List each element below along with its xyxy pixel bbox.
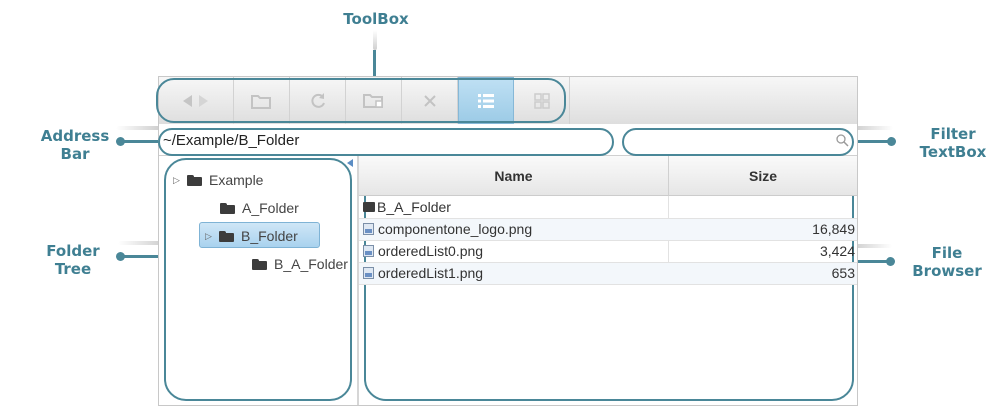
file-browser-callout-line2: Browser <box>912 262 982 280</box>
filter-callout-line1: Filter <box>930 125 976 143</box>
file-browser-callout-line1: File <box>931 244 963 262</box>
address-bar[interactable]: ~/Example/B_Folder <box>163 132 300 149</box>
open-folder-icon <box>219 230 234 242</box>
tree-node-label: B_A_Folder <box>274 256 348 272</box>
file-browser-callout: File Browser <box>902 244 992 280</box>
delete-icon <box>423 94 436 107</box>
table-row[interactable]: orderedList0.png 3,424 <box>359 241 857 263</box>
file-browser-leader <box>852 260 890 263</box>
column-header-label: Size <box>748 167 777 184</box>
tree-node-b-folder[interactable]: ▷ B_Folder <box>205 228 298 244</box>
new-folder-button[interactable] <box>346 77 402 124</box>
address-bar-leader <box>120 140 162 143</box>
table-row[interactable]: orderedList1.png 653 <box>359 263 857 285</box>
file-size: 653 <box>831 265 855 281</box>
folder-tree-callout: Folder Tree <box>30 242 116 278</box>
folder-tree-callout-line2: Tree <box>54 260 92 278</box>
filter-textbox-callout: Filter TextBox <box>905 125 1001 161</box>
filter-highlight <box>622 128 854 156</box>
file-size: 16,849 <box>812 221 855 237</box>
open-folder-button[interactable] <box>234 77 290 124</box>
list-view-icon <box>478 93 494 108</box>
grid-view-button[interactable] <box>514 77 570 124</box>
collapse-arrow-icon[interactable] <box>345 158 355 168</box>
pane-splitter[interactable] <box>357 156 359 405</box>
folder-icon <box>220 202 235 214</box>
list-view-button[interactable] <box>458 77 514 124</box>
file-name: B_A_Folder <box>377 199 451 215</box>
tree-node-label: B_Folder <box>241 228 298 244</box>
tree-node-a-folder[interactable]: A_Folder <box>220 200 299 216</box>
folder-icon <box>252 258 267 270</box>
new-folder-icon <box>362 93 383 108</box>
open-folder-icon <box>187 174 202 186</box>
back-forward-icon <box>183 94 208 107</box>
filter-textbox[interactable] <box>622 128 854 156</box>
file-browser-dot <box>886 257 895 266</box>
column-header-name[interactable]: Name <box>359 156 669 196</box>
folder-tree-highlight <box>164 158 352 401</box>
refresh-icon <box>310 92 325 108</box>
back-forward-button[interactable] <box>159 77 234 124</box>
folder-icon <box>363 202 375 212</box>
address-bar-callout-line1: Address <box>40 127 110 145</box>
column-header-label: Name <box>494 167 533 184</box>
file-browser-shadow-leader <box>852 244 892 248</box>
filter-leader <box>853 140 891 143</box>
folder-tree-leader <box>120 255 166 258</box>
open-folder-icon <box>250 94 271 109</box>
folder-tree-callout-line1: Folder <box>46 242 100 260</box>
filter-shadow-leader <box>853 126 893 130</box>
filter-dot <box>887 137 896 146</box>
expand-arrow-icon[interactable]: ▷ <box>205 230 212 241</box>
column-header-size[interactable]: Size <box>669 156 857 196</box>
image-file-icon <box>363 267 374 279</box>
image-file-icon <box>363 223 374 235</box>
address-bar-callout-line2: Bar <box>60 145 90 163</box>
address-bar-shadow-leader <box>116 126 162 130</box>
tree-node-label: A_Folder <box>242 200 299 216</box>
file-name: orderedList1.png <box>378 265 484 281</box>
toolbox-callout: ToolBox <box>343 10 409 28</box>
image-file-icon <box>363 245 374 257</box>
file-size: 3,424 <box>819 243 855 259</box>
file-name: orderedList0.png <box>378 243 484 259</box>
table-row[interactable]: componentone_logo.png 16,849 <box>359 219 857 241</box>
toolbox-shadow-leader <box>373 30 377 50</box>
expand-arrow-icon[interactable]: ▷ <box>173 174 180 185</box>
tree-node-example[interactable]: ▷ Example <box>173 172 263 188</box>
tree-node-b-a-folder[interactable]: B_A_Folder <box>252 256 357 272</box>
refresh-button[interactable] <box>290 77 346 124</box>
file-name: componentone_logo.png <box>378 221 533 237</box>
table-row[interactable]: B_A_Folder <box>359 197 857 219</box>
grid-view-icon <box>533 92 550 109</box>
toolbox-highlight <box>156 78 566 123</box>
tree-node-label: Example <box>209 172 264 188</box>
toolbox-leader <box>373 50 376 78</box>
address-bar-callout: Address Bar <box>30 127 120 163</box>
delete-button[interactable] <box>402 77 458 124</box>
folder-tree-shadow-leader <box>118 241 166 245</box>
address-bar-highlight <box>158 128 614 156</box>
filter-callout-line2: TextBox <box>919 143 987 161</box>
